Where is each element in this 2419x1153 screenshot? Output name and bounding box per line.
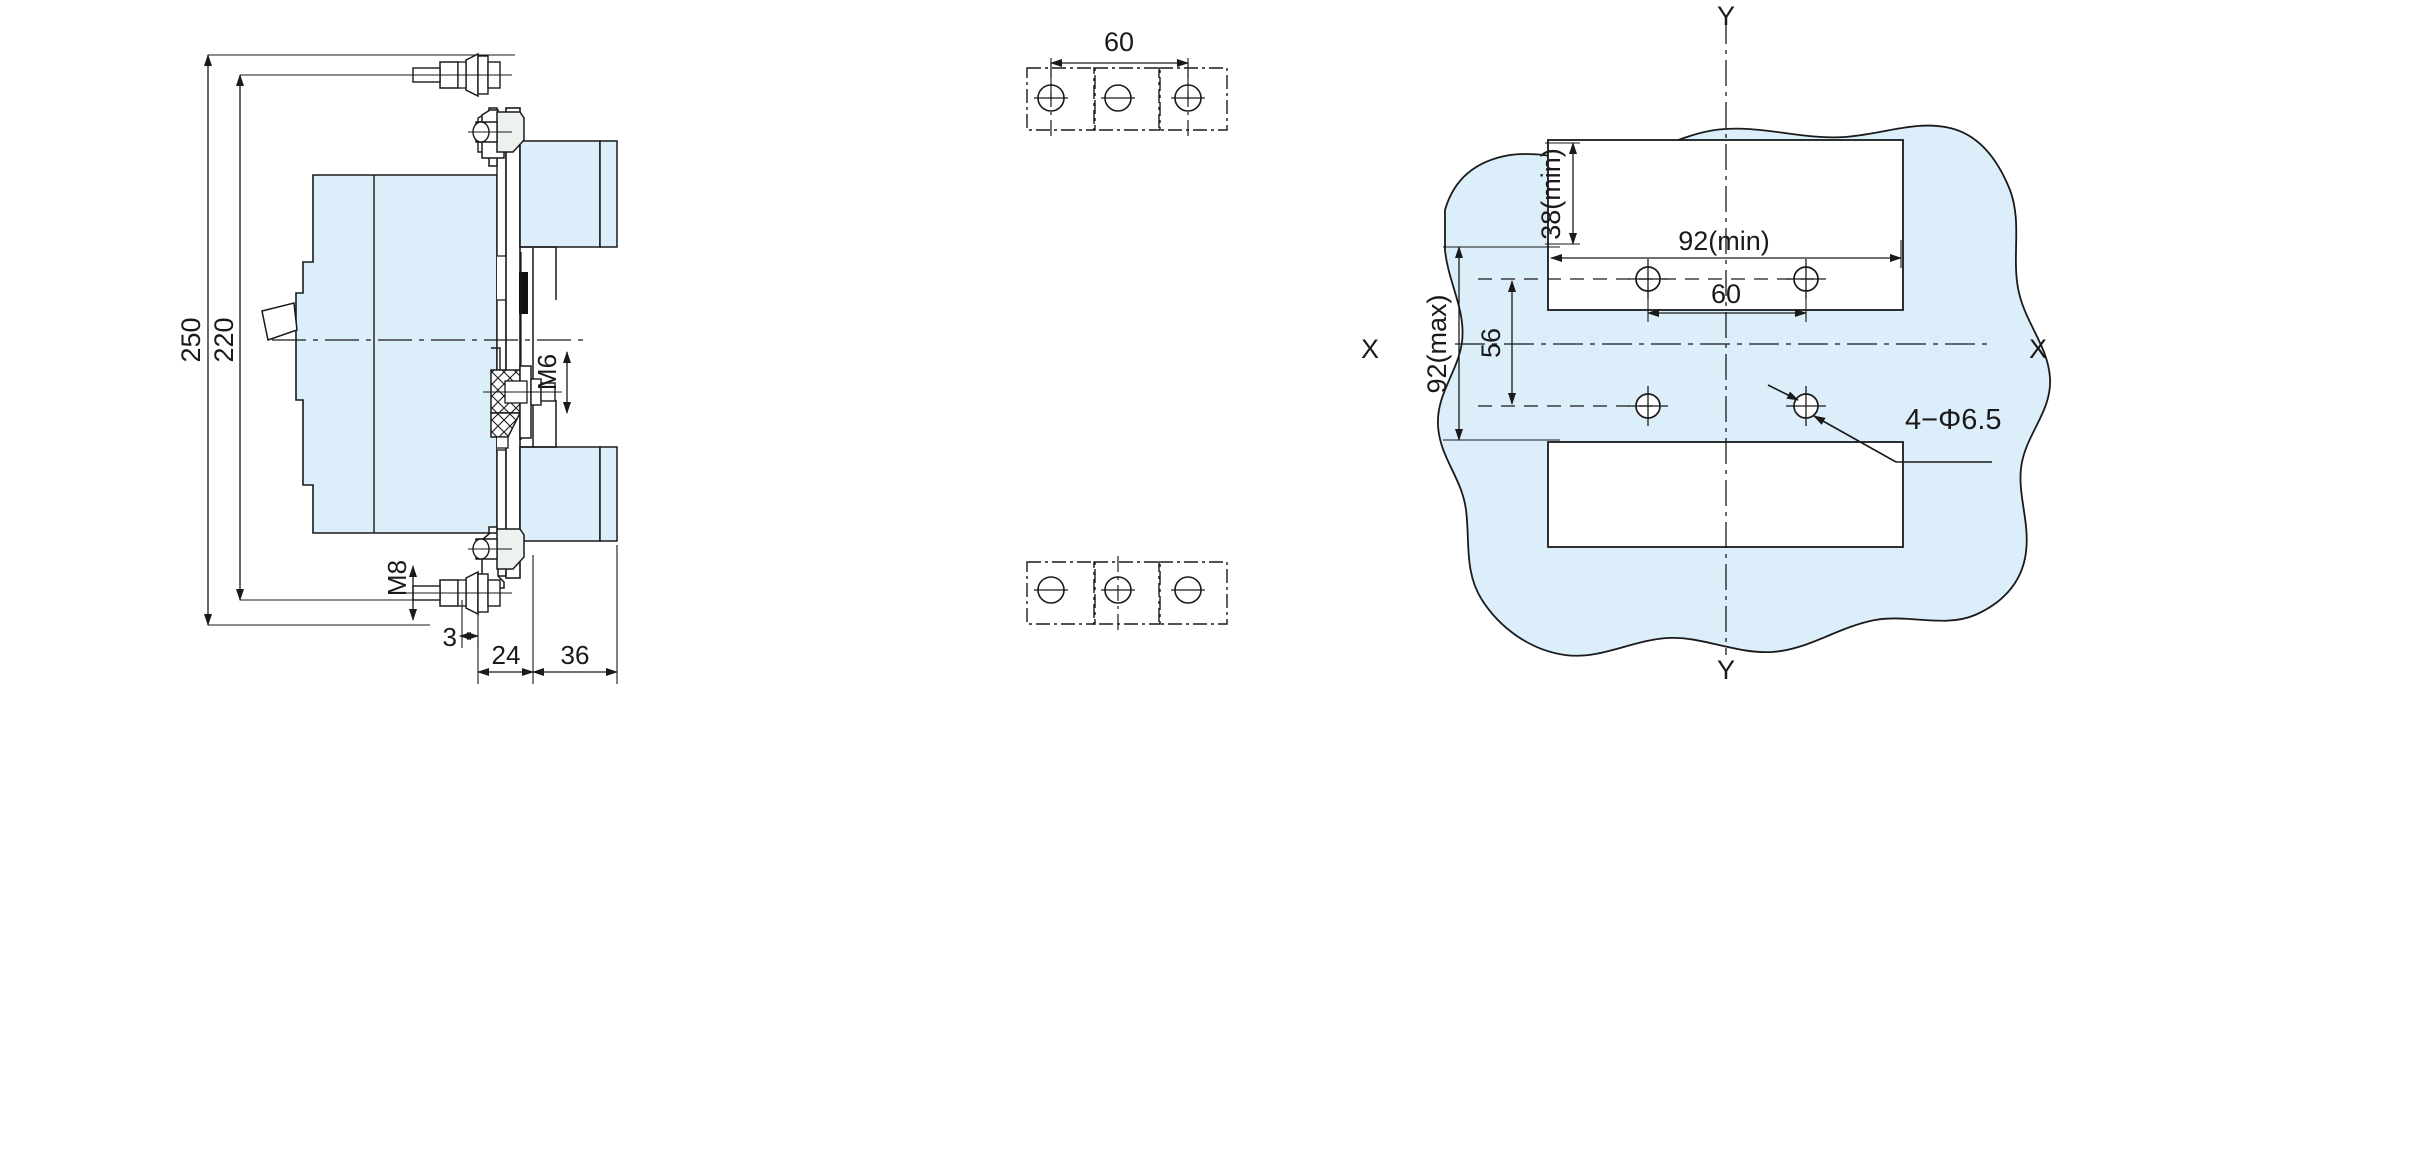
bottom-terminal-right — [1158, 561, 1228, 625]
axis-label-x-left: X — [1361, 334, 1379, 364]
label-m6-text: M6 — [532, 354, 562, 390]
dimension-36: 36 — [532, 545, 618, 684]
dimension-38min: 38(min) — [1536, 142, 1580, 245]
panel-cutout-view: Y Y X X — [1026, 1, 2051, 685]
dimension-top-60-label: 60 — [1104, 27, 1134, 57]
dimension-top-60: 60 — [1050, 27, 1189, 100]
dimension-3-label: 3 — [443, 622, 457, 652]
lower-rear-block — [519, 400, 618, 542]
side-elevation-view: 250 220 M8 M6 3 — [176, 52, 618, 684]
dimension-24: 24 — [477, 555, 534, 684]
dimension-mid-60: 60 — [1647, 279, 1807, 322]
dimension-mid-60-label: 60 — [1711, 279, 1741, 309]
label-m8-text: M8 — [382, 560, 412, 596]
top-bracket-clip — [468, 111, 525, 153]
axis-label-y-bottom: Y — [1717, 655, 1735, 685]
dimension-56: 56 — [1476, 280, 1516, 405]
callout-hole-size-label: 4−Φ6.5 — [1905, 404, 2002, 436]
bottom-terminal-left — [1026, 561, 1096, 625]
label-m8: M8 — [382, 560, 417, 621]
dimension-92min: 92(min) — [1550, 226, 1902, 268]
dimension-24-label: 24 — [492, 640, 521, 670]
dimension-38min-label: 38(min) — [1536, 148, 1566, 240]
terminal-screw-assembly — [483, 347, 562, 449]
mounting-hole-bottom-right — [1786, 386, 1826, 426]
axis-label-x-right: X — [2029, 334, 2047, 364]
dimension-92max-label: 92(max) — [1422, 294, 1452, 393]
indicator-strip — [519, 272, 528, 314]
top-terminal-center — [1093, 67, 1161, 131]
dimension-92max: 92(max) — [1422, 246, 1560, 441]
breaker-body — [295, 174, 498, 534]
axis-label-y-top: Y — [1717, 1, 1735, 31]
bottom-terminal-group — [1026, 556, 1228, 630]
dimension-92min-label: 92(min) — [1678, 226, 1770, 256]
bottom-bracket-clip — [468, 528, 525, 570]
dimension-250-label: 250 — [176, 317, 206, 362]
bottom-terminal-center — [1093, 556, 1161, 630]
dimension-220-label: 220 — [209, 317, 239, 362]
dimension-250: 250 — [176, 54, 515, 626]
upper-rear-block — [519, 140, 618, 300]
label-m6: M6 — [532, 351, 571, 414]
operating-handle — [261, 302, 298, 341]
callout-hole-size: 4−Φ6.5 — [1767, 384, 2002, 463]
dimension-36-label: 36 — [561, 640, 590, 670]
dimension-220: 220 — [209, 74, 505, 601]
dimension-56-label: 56 — [1476, 328, 1506, 358]
mounting-plate — [505, 107, 521, 579]
